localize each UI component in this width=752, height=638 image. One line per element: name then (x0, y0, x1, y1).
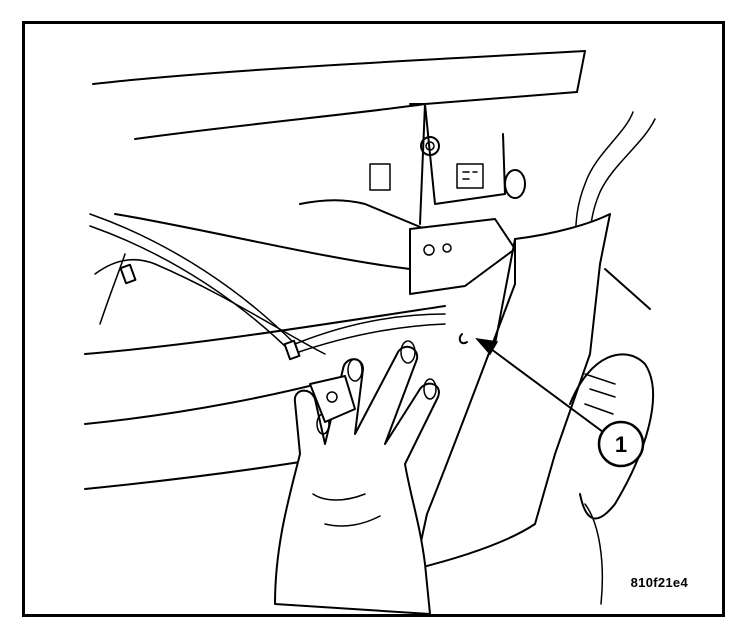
hand-outline (274, 345, 440, 614)
harness-wire-6 (292, 323, 446, 355)
wire-clip-2 (283, 339, 301, 361)
callout-circle-1 (597, 420, 645, 468)
callout-label-1: 1 (615, 432, 627, 457)
connector-pins (462, 171, 478, 180)
trim-hook (458, 333, 468, 345)
callout-arrowhead (475, 337, 499, 356)
harness-wire-1 (89, 213, 296, 345)
finger-nail-3 (400, 340, 416, 364)
bracket-face (419, 103, 426, 225)
side-component (569, 353, 654, 520)
bracket-bolt-center (425, 141, 435, 151)
bracket-block (409, 103, 506, 205)
callout-arrow-line (486, 345, 604, 433)
finger-nail-2 (347, 358, 363, 382)
dash-bottom (84, 461, 301, 490)
plate-hole-2 (442, 243, 452, 253)
harness-wire-4 (99, 253, 126, 325)
figure-id: 810f21e4 (630, 575, 688, 590)
duct-lower (114, 213, 411, 270)
duct-top (299, 199, 426, 255)
panel-ledge (134, 91, 578, 140)
dash-edge-lower (84, 305, 446, 355)
bracket-slot (369, 163, 391, 191)
harness-wire-3 (94, 258, 326, 355)
side-component-detail (584, 373, 616, 415)
bracket-bolt (420, 136, 440, 156)
plate-hole-1 (423, 244, 435, 256)
line-drawing: 1 (84, 50, 656, 614)
illustration-frame: 1 810f21e4 (22, 21, 725, 617)
harness-wire-5 (294, 313, 446, 345)
connector-block (456, 163, 484, 189)
lever-pivot (326, 391, 338, 403)
round-grommet (504, 169, 526, 199)
hand-knuckle-lines (312, 493, 381, 527)
trim-panel (414, 213, 611, 570)
right-bracket (604, 268, 651, 310)
release-lever (309, 375, 356, 423)
finger-nail-4 (423, 378, 437, 400)
upper-panel-edge (576, 50, 586, 93)
harness-wire-2 (89, 225, 294, 355)
wire-clip-1 (119, 263, 137, 285)
upper-panel-line (92, 50, 586, 85)
lower-right-line (584, 503, 604, 605)
mounting-plate (409, 218, 516, 295)
trim-panel-edge (494, 238, 516, 345)
